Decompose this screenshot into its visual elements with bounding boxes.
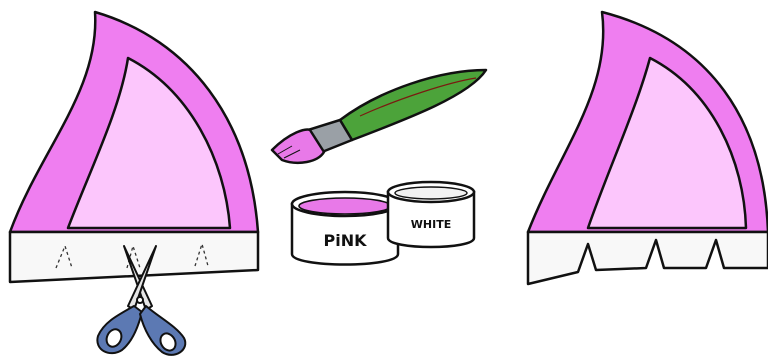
paintbrush-icon [272, 70, 486, 163]
left-ear-template [10, 12, 258, 282]
right-ear-template [528, 12, 768, 284]
pink-jar-label: PiNK [324, 231, 368, 250]
right-ear-band-notched [528, 232, 768, 284]
paint-jar-pink: PiNK [292, 192, 398, 265]
white-jar-label: WHITE [411, 218, 451, 231]
paint-jar-white: WHITE [388, 182, 474, 247]
